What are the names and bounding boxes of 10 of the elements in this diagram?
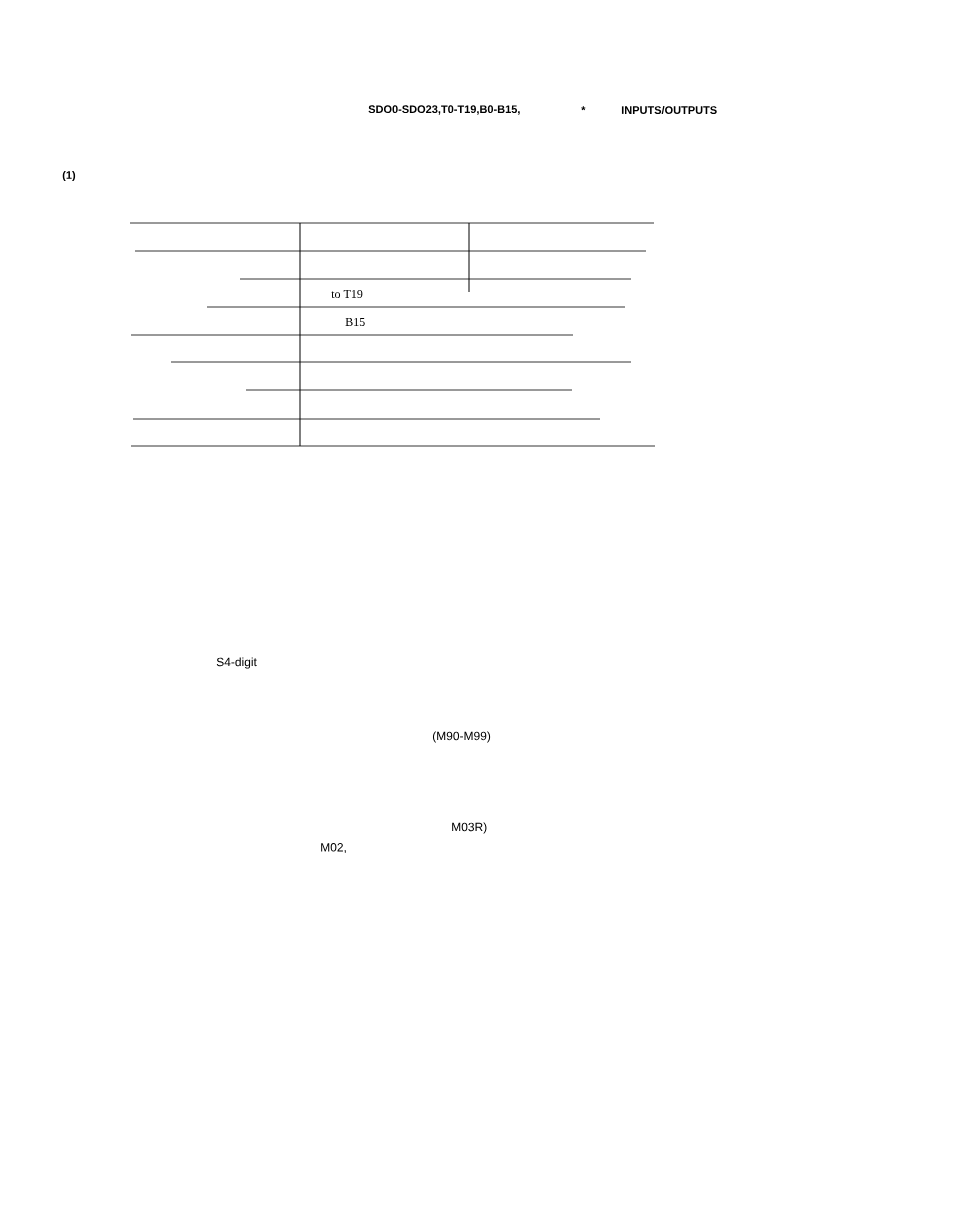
label: S4-digit [216, 657, 257, 669]
label: M02, [321, 843, 346, 853]
label: M03R) [452, 822, 487, 834]
label: (M90-M99) [432, 731, 491, 743]
label: to T19 [331, 289, 363, 299]
label: SDO0-SDO23,T0-T19,B0-B15, [368, 105, 520, 115]
label: INPUTS/OUTPUTS [621, 105, 717, 115]
label: B15 [345, 318, 365, 326]
label: * [581, 106, 586, 111]
label: (1) [62, 170, 76, 182]
